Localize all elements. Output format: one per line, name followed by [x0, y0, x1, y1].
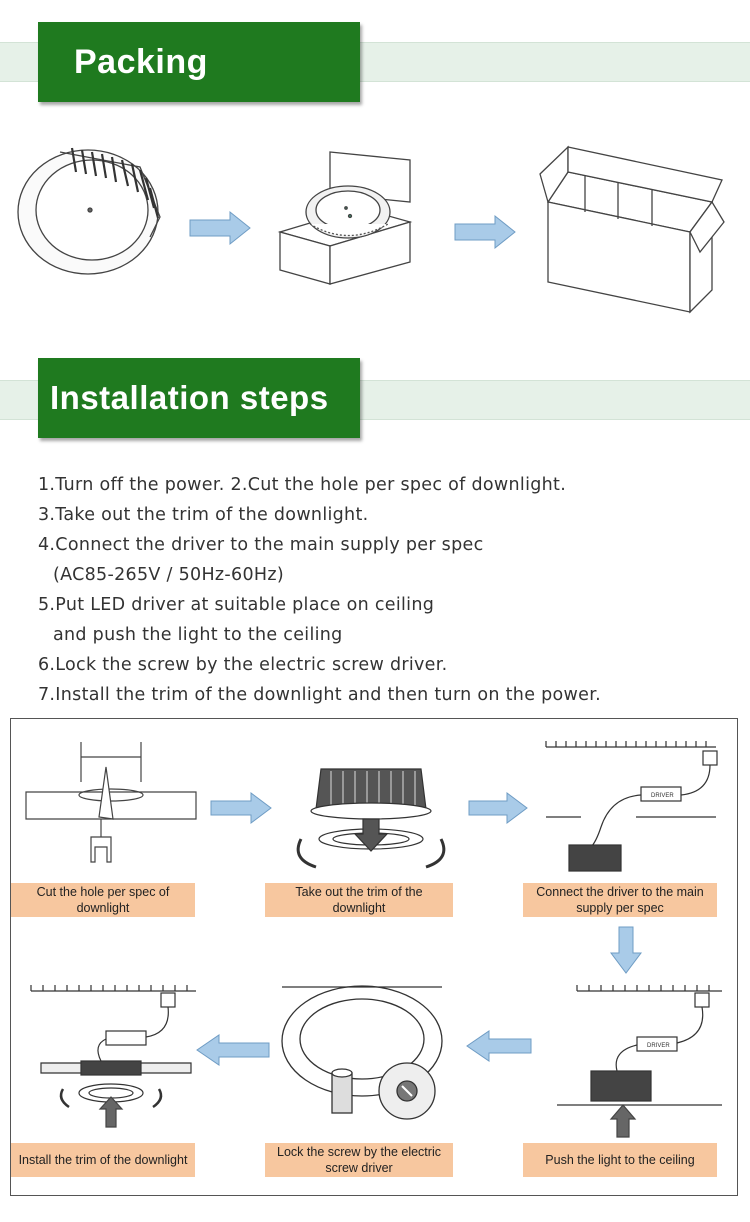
installation-diagram: Cut the hole per spec of downlight Take …	[10, 718, 738, 1196]
cut-hole-illustration	[25, 742, 197, 863]
step-arrow-left-icon	[196, 1034, 270, 1066]
caption-lock-screw: Lock the screw by the electric screw dri…	[265, 1143, 453, 1177]
step-arrow-right-icon	[468, 792, 528, 824]
step-line: 7.Install the trim of the downlight and …	[38, 685, 601, 705]
installation-section-title: Installation steps	[38, 358, 360, 438]
lock-screw-illustration	[281, 985, 443, 1120]
caption-push-light: Push the light to the ceiling	[523, 1143, 717, 1177]
step-arrow-left-icon	[466, 1030, 532, 1062]
step-arrow-down-icon	[610, 926, 642, 974]
packing-section-title: Packing	[38, 22, 360, 102]
connect-driver-illustration: DRIVER	[545, 741, 718, 872]
caption-remove-trim: Take out the trim of the downlight	[265, 883, 453, 917]
install-trim-illustration	[30, 985, 196, 1128]
step-line: 6.Lock the screw by the electric screw d…	[38, 655, 448, 675]
step-line: 5.Put LED driver at suitable place on ce…	[38, 595, 435, 615]
push-light-illustration: DRIVER	[557, 985, 722, 1138]
step-line: (AC85-265V / 50Hz-60Hz)	[53, 565, 284, 585]
caption-connect-driver: Connect the driver to the main supply pe…	[523, 883, 717, 917]
driver-label: DRIVER	[647, 1043, 670, 1049]
caption-cut-hole: Cut the hole per spec of downlight	[11, 883, 195, 917]
step-line: 1.Turn off the power. 2.Cut the hole per…	[38, 475, 567, 495]
packing-illustration	[17, 145, 725, 314]
installation-steps-list: 1.Turn off the power. 2.Cut the hole per…	[38, 470, 738, 710]
step-line: and push the light to the ceiling	[53, 625, 343, 645]
remove-trim-illustration	[296, 768, 446, 869]
step-arrow-right-icon	[210, 792, 272, 824]
step-line: 3.Take out the trim of the downlight.	[38, 505, 369, 525]
downlight-image	[17, 147, 161, 275]
packing-arrow-icon	[189, 210, 251, 246]
packing-arrow-icon	[454, 214, 516, 250]
open-box-with-light-image	[277, 151, 413, 285]
step-line: 4.Connect the driver to the main supply …	[38, 535, 484, 555]
driver-label: DRIVER	[651, 793, 674, 799]
carton-box-image	[539, 145, 725, 314]
caption-install-trim: Install the trim of the downlight	[11, 1143, 195, 1177]
